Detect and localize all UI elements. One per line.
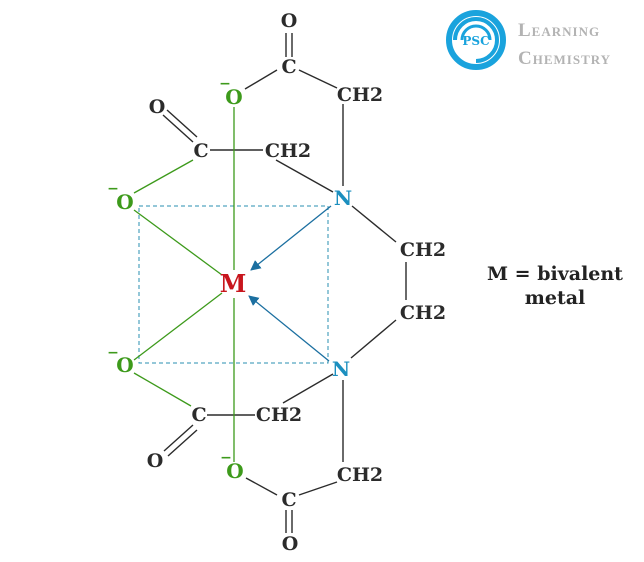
bond-c-top-o: [244, 69, 278, 90]
logo-line-chemistry: Chemistry: [518, 48, 611, 69]
ch2-lower-label: CH2: [256, 404, 302, 426]
nitrogen-coordination-arrows: [248, 205, 332, 362]
arrow-n-top-metal: [250, 205, 332, 271]
oxygen-upper-left-label: O: [116, 190, 133, 214]
psc-logo-swirl-icon: [446, 10, 506, 70]
oxygen-top-label: O: [225, 85, 242, 109]
bond-n-top-bridge: [351, 205, 397, 243]
bond-c-lower-carbonyl-1: [163, 424, 194, 452]
psc-logo-mark: PSC: [462, 34, 489, 48]
bond-c-upper-carbonyl-1: [162, 114, 194, 143]
carbon-top-label: C: [281, 56, 296, 78]
bond-o-upper-left-metal: [133, 209, 223, 276]
ch2-bridge-bottom-label: CH2: [400, 302, 446, 324]
bond-o-lower-left-metal: [133, 292, 223, 361]
nitrogen-bottom-label: N: [332, 357, 350, 381]
bond-bridge-n-bottom: [350, 319, 397, 359]
arrow-n-bottom-metal: [248, 295, 330, 362]
ch2-upper-label: CH2: [265, 140, 311, 162]
carbon-upper-label: C: [193, 140, 208, 162]
carbon-bottom-label: C: [281, 489, 296, 511]
oxygen-top-carbonyl-label: O: [281, 10, 298, 32]
bond-o-upper-left-c: [133, 159, 194, 194]
oxygen-coordination-bonds: [133, 107, 235, 462]
bond-ch2-upper-n: [275, 159, 334, 193]
oxygen-top-minus: −: [219, 76, 231, 92]
ch2-top-label: CH2: [337, 84, 383, 106]
psc-logo: PSC Learning Chemistry: [446, 10, 611, 70]
nitrogen-top-label: N: [334, 186, 352, 210]
oxygen-bottom-label: O: [226, 459, 243, 483]
carbon-lower-label: C: [191, 404, 206, 426]
bond-c-top-ch2: [298, 69, 338, 89]
legend-line-2: metal: [525, 287, 586, 309]
ch2-bottom-label: CH2: [337, 464, 383, 486]
logo-line-learning: Learning: [518, 20, 600, 41]
oxygen-lower-left-minus: −: [107, 345, 119, 361]
bond-o-lower-left-c: [133, 372, 192, 407]
bond-c-upper-carbonyl-2: [166, 109, 198, 138]
oxygen-bottom-minus: −: [220, 450, 232, 466]
bond-ch2-bottom-c: [298, 481, 338, 496]
oxygen-upper-carbonyl-label: O: [149, 96, 166, 118]
oxygen-lower-left-label: O: [116, 353, 133, 377]
oxygen-upper-left-minus: −: [107, 181, 119, 197]
oxygen-lower-carbonyl-label: O: [147, 450, 164, 472]
ch2-bridge-top-label: CH2: [400, 239, 446, 261]
metal-atom-label: M: [220, 269, 247, 298]
bond-n-bottom-ch2-lower: [282, 373, 334, 404]
oxygen-bottom-carbonyl-label: O: [282, 533, 299, 555]
bond-c-bottom-o: [245, 477, 278, 496]
backbone-bonds: [162, 33, 407, 533]
bond-c-lower-carbonyl-2: [167, 429, 198, 457]
legend-line-1: M = bivalent: [487, 263, 623, 285]
